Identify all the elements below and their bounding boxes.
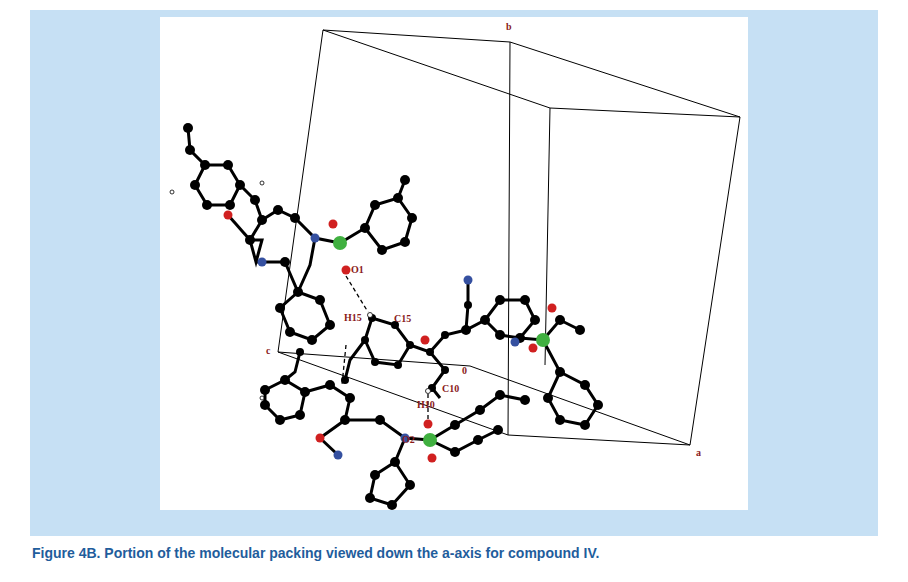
figure-caption: Figure 4B. Portion of the molecular pack… — [32, 545, 599, 561]
atom-label: O1 — [351, 265, 364, 275]
axis-label: a — [696, 448, 701, 458]
atom-label: C15 — [394, 314, 411, 324]
bonds — [188, 128, 598, 505]
atom-label: C10 — [442, 384, 459, 394]
origin-label: 0 — [462, 366, 467, 376]
hydrogen-atoms — [170, 181, 431, 400]
atom-label: O2 — [402, 435, 415, 445]
atom-label: H10 — [417, 400, 435, 410]
atom-label: H15 — [344, 313, 362, 323]
axis-label: b — [506, 22, 512, 32]
carbon-atoms — [183, 123, 603, 510]
hetero-atoms — [224, 211, 557, 463]
hydrogen-bonds — [342, 276, 428, 420]
unit-cell — [278, 30, 740, 445]
axis-label: c — [266, 346, 270, 356]
